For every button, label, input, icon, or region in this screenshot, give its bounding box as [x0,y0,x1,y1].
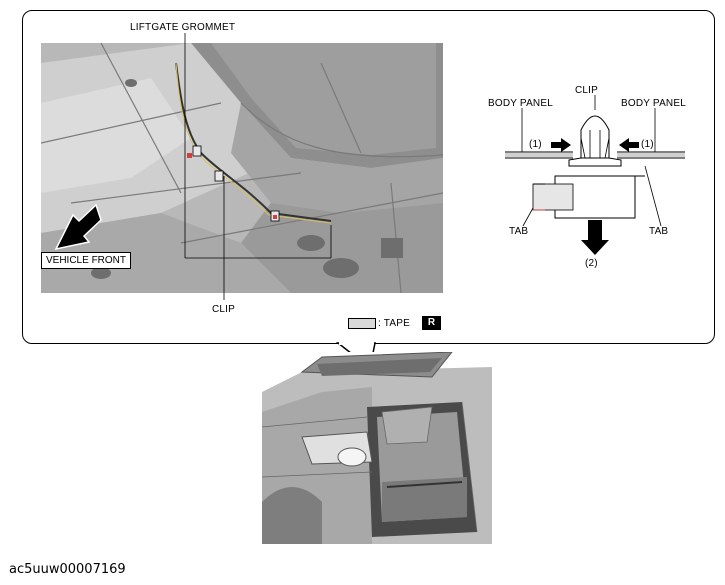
body-panel-left-label: BODY PANEL [488,98,553,109]
clip-removal-diagram: BODY PANEL BODY PANEL CLIP (1) (1) TAB T… [485,80,720,280]
tape-legend-swatch [348,318,376,329]
body-panel-right-label: BODY PANEL [621,98,686,109]
clip-label: CLIP [212,304,236,315]
step-1-left-label: (1) [529,139,542,150]
vehicle-front-label: VEHICLE FRONT [41,252,132,269]
r-badge: R [422,316,441,330]
tab-right-label: TAB [649,226,669,237]
step-2-label: (2) [585,258,598,269]
vehicle-rear-view [262,352,492,544]
liftgate-wiring-photo [41,43,443,293]
tab-left-label: TAB [509,226,529,237]
vehicle-front-arrow [54,203,102,251]
liftgate-grommet-label: LIFTGATE GROMMET [130,22,236,33]
step-1-right-label: (1) [641,139,654,150]
clip-diagram-label: CLIP [575,85,599,96]
image-code: ac5uuw00007169 [9,562,126,577]
tape-legend-label: : TAPE [378,318,410,329]
